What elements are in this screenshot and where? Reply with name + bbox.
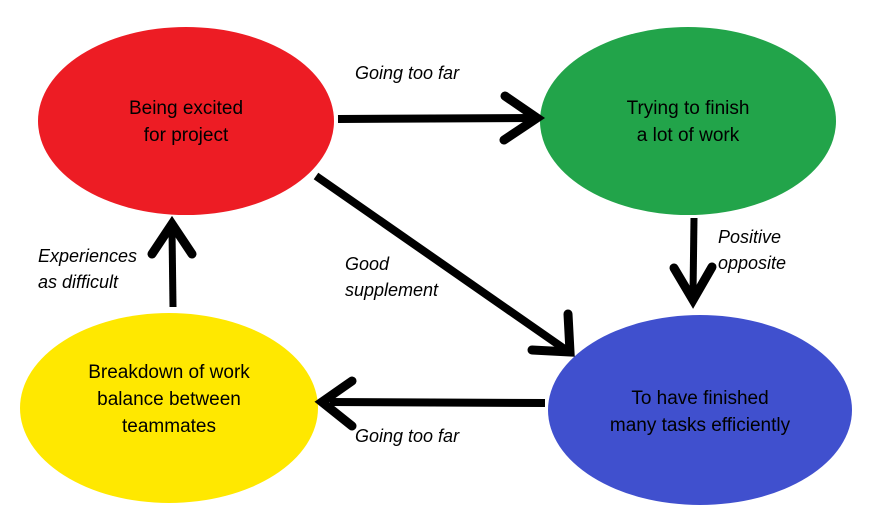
edge-finished-tasks-to-breakdown (314, 376, 546, 431)
node-finished-tasks[interactable] (548, 315, 852, 505)
node-excited[interactable] (38, 27, 334, 215)
edge-finish-work-to-finished-tasks (669, 217, 717, 309)
node-breakdown[interactable] (20, 313, 318, 503)
edge-label-going-too-far-bottom: Going too far (355, 426, 460, 446)
edge-breakdown-to-excited (147, 215, 197, 308)
edge-excited-to-finished-tasks (313, 172, 575, 357)
edge-label-good-supplement: Good supplement (345, 254, 439, 301)
edge-label-going-too-far-top: Going too far (355, 63, 460, 83)
edge-excited-to-finish-work (337, 91, 546, 145)
edge-label-experiences-as-difficult: Experiences as difficult (38, 246, 138, 293)
node-finish-work[interactable] (540, 27, 836, 215)
edge-label-positive-opposite: Positive opposite (718, 227, 787, 274)
